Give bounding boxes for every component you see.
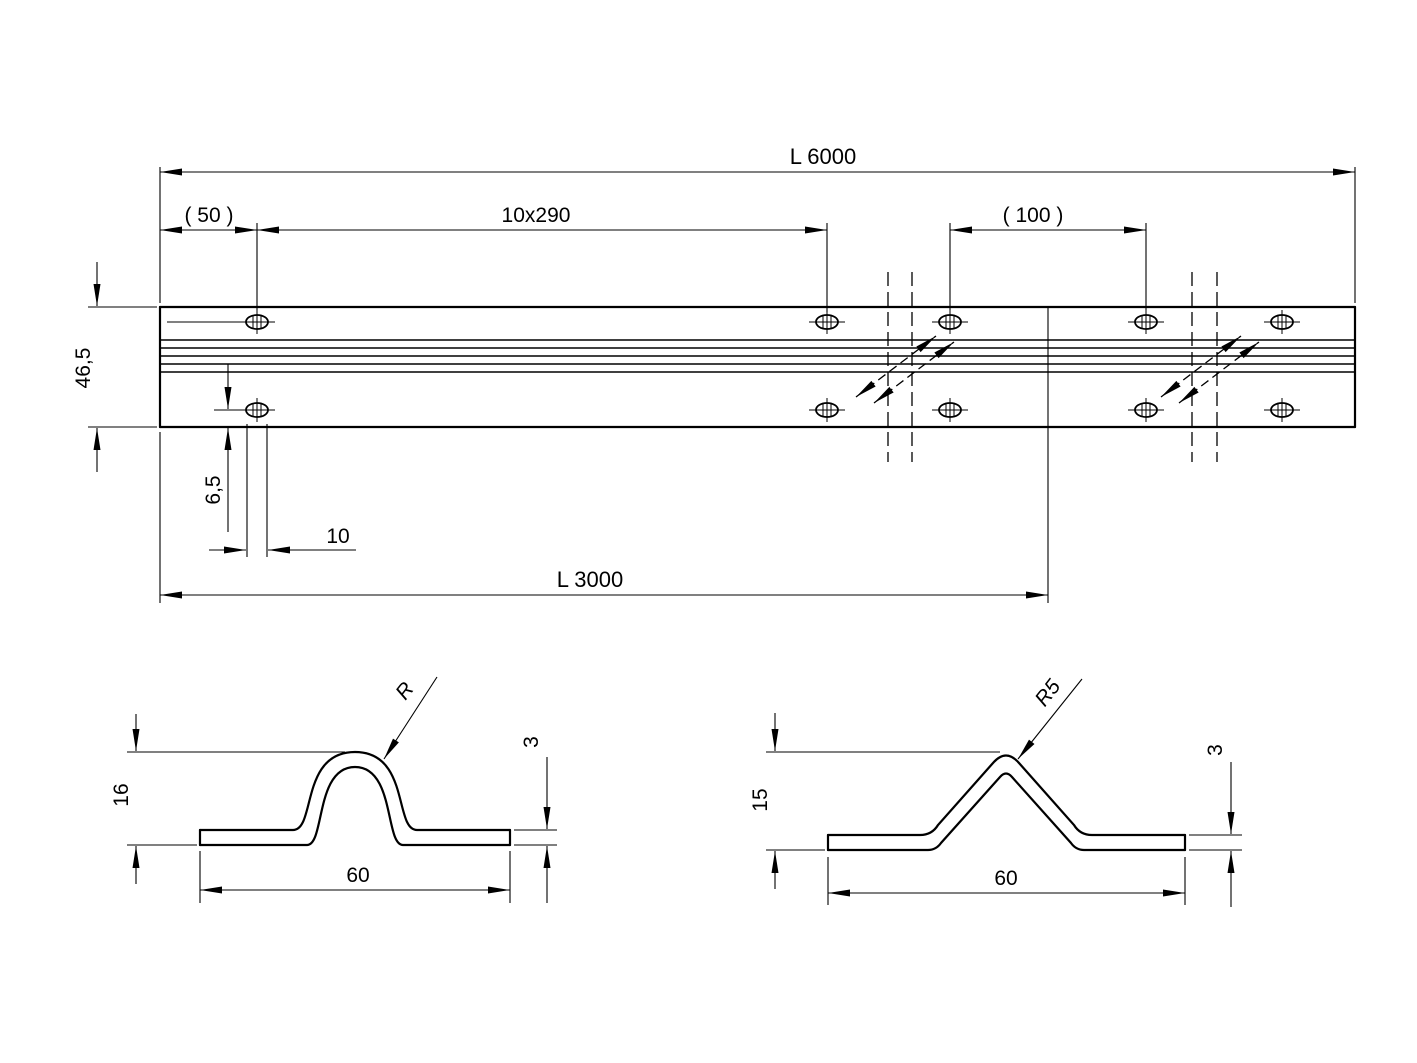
dimension-rail-width: 46,5 — [72, 262, 243, 472]
slot-hole — [808, 309, 846, 335]
dimension-slot-width: 10 — [209, 424, 356, 557]
section-angled-bump: 15 R5 3 60 — [749, 675, 1242, 907]
slot-hole — [1127, 309, 1165, 335]
slot-hole — [1127, 397, 1165, 423]
radius-callout-right: R5 — [1017, 675, 1083, 760]
slot-hole — [931, 309, 969, 335]
dim-right-radius-label: R5 — [1031, 675, 1066, 711]
dim-left-radius-label: R — [391, 678, 418, 704]
section-right-bottom-contour — [826, 772, 1187, 852]
dimension-left-width: 60 — [199, 851, 511, 903]
radius-leader — [383, 676, 438, 760]
rail-profile-lines — [160, 339, 1355, 373]
dim-right-width-label: 60 — [994, 867, 1017, 890]
slot-hole — [1263, 397, 1301, 423]
dim-width-label: 46,5 — [72, 348, 95, 389]
break-lines — [855, 272, 1260, 462]
section-round-bump: 16 R 3 60 — [110, 676, 557, 903]
dimension-right-width: 60 — [827, 857, 1186, 905]
radius-callout-left: R — [383, 676, 438, 760]
dim-left-thickness-label: 3 — [520, 736, 543, 748]
break-slash — [873, 341, 955, 404]
slot-hole — [931, 397, 969, 423]
dim-slot-label: 10 — [326, 525, 349, 548]
dimension-hole-edge: 6,5 — [202, 364, 245, 532]
dim-right-thickness-label: 3 — [1204, 744, 1227, 756]
dim-pitch-label: 10x290 — [502, 204, 571, 227]
dim-hole-edge-label: 6,5 — [202, 475, 225, 504]
dimension-left-height: 16 — [110, 714, 345, 884]
dimension-half-length: L 3000 — [159, 308, 1049, 603]
dim-left-width-label: 60 — [346, 864, 369, 887]
dimension-right-height: 15 — [749, 713, 1000, 889]
dim-right-height-label: 15 — [749, 788, 772, 811]
section-left-bottom-contour — [198, 765, 512, 847]
slot-hole — [1263, 309, 1301, 335]
dimension-hole-pitch: 10x290 — [257, 204, 828, 312]
dimension-right-thickness: 3 — [1189, 744, 1242, 907]
dimension-total-length: L 6000 — [159, 144, 1356, 303]
slot-hole — [808, 397, 846, 423]
rail-top-view: L 6000 ( 50 ) 10x290 ( 100 ) 46,5 — [72, 144, 1357, 603]
break-slash — [1160, 335, 1242, 398]
dim-left-height-label: 16 — [110, 783, 133, 806]
break-slash — [855, 335, 937, 398]
dimension-splice-pitch: ( 100 ) — [949, 204, 1147, 310]
dimension-end-offset: ( 50 ) — [160, 204, 258, 310]
dim-offset-label: ( 50 ) — [184, 204, 233, 227]
break-slash — [1178, 341, 1260, 404]
slot-hole — [238, 309, 276, 335]
section-left-top-contour — [198, 750, 512, 832]
dim-half-label: L 3000 — [557, 567, 623, 592]
dimension-left-thickness: 3 — [514, 736, 557, 903]
dim-splice-label: ( 100 ) — [1003, 204, 1064, 227]
section-right-top-contour — [826, 754, 1187, 837]
dim-total-label: L 6000 — [790, 144, 856, 169]
radius-leader — [1017, 678, 1083, 760]
